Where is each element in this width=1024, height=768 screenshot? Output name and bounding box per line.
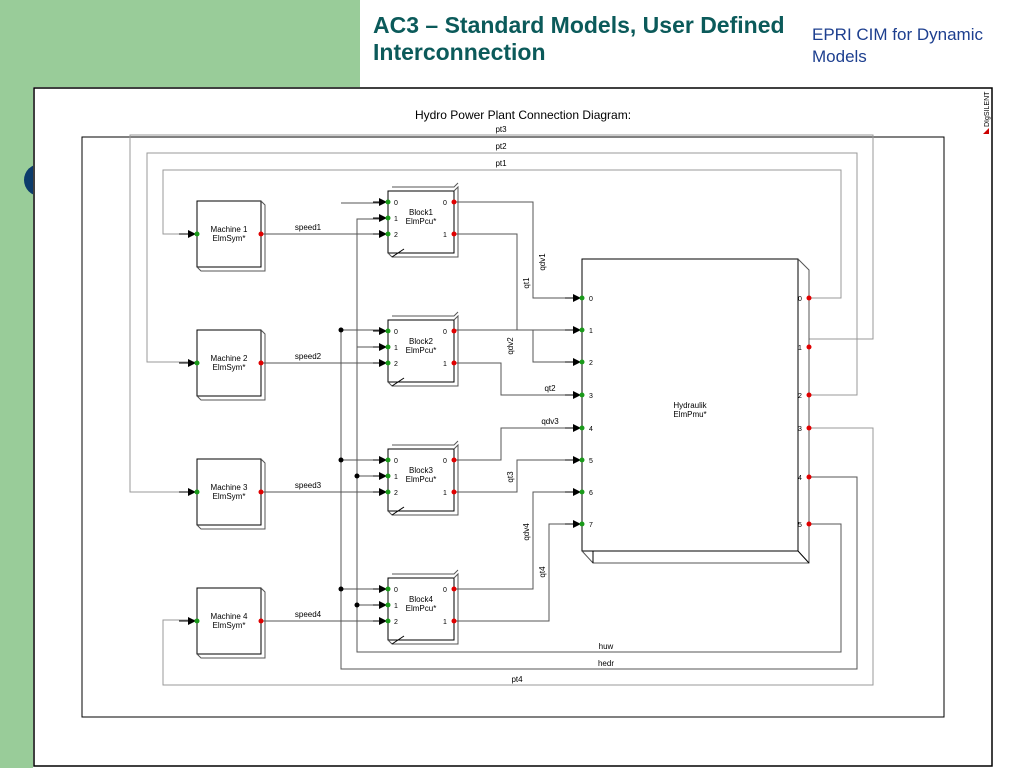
label-qdv1: qdv1 — [538, 253, 547, 271]
svg-text:3: 3 — [798, 426, 802, 433]
svg-text:1: 1 — [443, 361, 447, 368]
label-qt2: qt2 — [544, 384, 556, 393]
machine-1[interactable]: Machine 1 ElmSym* — [196, 200, 266, 272]
hydraulik-outputs: 0 1 2 3 4 5 — [798, 295, 812, 529]
label-pt2: pt2 — [495, 142, 507, 151]
label-speed1: speed1 — [295, 223, 322, 232]
svg-text:1: 1 — [798, 345, 802, 352]
svg-text:0: 0 — [443, 329, 447, 336]
svg-text:ElmPcu*: ElmPcu* — [406, 346, 437, 355]
hydraulik-inputs: 0 1 2 3 4 5 6 7 — [565, 294, 593, 529]
label-speed4: speed4 — [295, 610, 322, 619]
svg-text:0: 0 — [394, 587, 398, 594]
block-2[interactable]: Block2 ElmPcu* 0 1 2 0 1 — [387, 311, 459, 387]
page-frame — [33, 87, 993, 767]
svg-text:4: 4 — [589, 426, 593, 433]
svg-text:1: 1 — [394, 603, 398, 610]
svg-text:2: 2 — [394, 361, 398, 368]
svg-text:1: 1 — [443, 490, 447, 497]
svg-text:2: 2 — [394, 619, 398, 626]
svg-text:ElmSym*: ElmSym* — [213, 363, 246, 372]
block-3[interactable]: Block3 ElmPcu* 0 1 2 0 1 — [387, 440, 459, 516]
header-area — [360, 0, 1024, 86]
label-pt1: pt1 — [495, 159, 507, 168]
svg-text:0: 0 — [394, 200, 398, 207]
svg-text:Block4: Block4 — [409, 595, 434, 604]
hydraulik-block[interactable]: Hydraulik ElmPmu* — [581, 258, 810, 564]
label-qt4: qt4 — [538, 566, 547, 578]
svg-text:ElmPcu*: ElmPcu* — [406, 475, 437, 484]
label-pt3: pt3 — [495, 125, 507, 134]
svg-text:3: 3 — [589, 393, 593, 400]
svg-text:Machine 4: Machine 4 — [211, 612, 248, 621]
svg-text:DIgSILENT: DIgSILENT — [984, 91, 991, 127]
svg-text:0: 0 — [443, 200, 447, 207]
svg-text:ElmPcu*: ElmPcu* — [406, 217, 437, 226]
digsilent-logo: DIgSILENT — [983, 91, 991, 134]
svg-text:6: 6 — [589, 490, 593, 497]
svg-text:0: 0 — [394, 458, 398, 465]
svg-text:ElmSym*: ElmSym* — [213, 492, 246, 501]
svg-text:ElmSym*: ElmSym* — [213, 621, 246, 630]
svg-text:Block1: Block1 — [409, 208, 434, 217]
svg-text:0: 0 — [798, 296, 802, 303]
svg-text:4: 4 — [798, 475, 802, 482]
svg-text:Machine 3: Machine 3 — [211, 483, 248, 492]
svg-text:Block3: Block3 — [409, 466, 434, 475]
connection-diagram: Hydro Power Plant Connection Diagram: DI… — [33, 87, 995, 768]
svg-text:0: 0 — [443, 587, 447, 594]
svg-text:0: 0 — [443, 458, 447, 465]
machine-3[interactable]: Machine 3 ElmSym* — [196, 458, 266, 530]
label-pt4: pt4 — [511, 675, 523, 684]
label-qt1: qt1 — [522, 277, 531, 289]
svg-text:1: 1 — [589, 328, 593, 335]
svg-text:Machine 2: Machine 2 — [211, 354, 248, 363]
svg-text:1: 1 — [394, 216, 398, 223]
svg-text:2: 2 — [394, 232, 398, 239]
svg-text:7: 7 — [589, 522, 593, 529]
svg-text:ElmPmu*: ElmPmu* — [673, 410, 706, 419]
svg-text:2: 2 — [589, 360, 593, 367]
slide-title: AC3 – Standard Models, User Defined Inte… — [373, 12, 785, 65]
machine-ports — [179, 230, 264, 625]
svg-text:ElmPcu*: ElmPcu* — [406, 604, 437, 613]
svg-text:Block2: Block2 — [409, 337, 434, 346]
label-speed2: speed2 — [295, 352, 322, 361]
svg-text:0: 0 — [394, 329, 398, 336]
svg-text:1: 1 — [394, 345, 398, 352]
block-ports — [373, 198, 457, 625]
svg-text:Machine 1: Machine 1 — [211, 225, 248, 234]
svg-text:1: 1 — [443, 619, 447, 626]
label-hedr: hedr — [598, 659, 614, 668]
svg-text:0: 0 — [589, 296, 593, 303]
svg-text:Hydraulik: Hydraulik — [673, 401, 707, 410]
svg-text:5: 5 — [589, 458, 593, 465]
label-qt3: qt3 — [506, 471, 515, 483]
machine-2[interactable]: Machine 2 ElmSym* — [196, 329, 266, 401]
label-qdv4: qdv4 — [522, 523, 531, 541]
machine-4[interactable]: Machine 4 ElmSym* — [196, 587, 266, 659]
diagram-frame — [81, 136, 945, 718]
svg-text:ElmSym*: ElmSym* — [213, 234, 246, 243]
svg-text:2: 2 — [798, 393, 802, 400]
block-4[interactable]: Block4 ElmPcu* 0 1 2 0 1 — [387, 569, 459, 645]
label-qdv3: qdv3 — [541, 417, 559, 426]
label-huw: huw — [599, 642, 614, 651]
svg-text:5: 5 — [798, 522, 802, 529]
signal-labels: pt3 pt2 pt1 pt4 huw hedr speed1 speed2 s… — [295, 125, 614, 684]
svg-text:2: 2 — [394, 490, 398, 497]
junction-dots — [338, 327, 360, 608]
diagram-canvas: Hydro Power Plant Connection Diagram: DI… — [33, 87, 993, 767]
signal-wires — [129, 134, 874, 686]
svg-text:1: 1 — [443, 232, 447, 239]
svg-text:1: 1 — [394, 474, 398, 481]
slide-subtitle: EPRI CIM for Dynamic Models — [812, 25, 983, 66]
block-1[interactable]: Block1 ElmPcu* 0 1 2 0 1 — [387, 182, 459, 258]
label-speed3: speed3 — [295, 481, 322, 490]
diagram-title: Hydro Power Plant Connection Diagram: — [415, 108, 631, 122]
label-qdv2: qdv2 — [506, 337, 515, 355]
